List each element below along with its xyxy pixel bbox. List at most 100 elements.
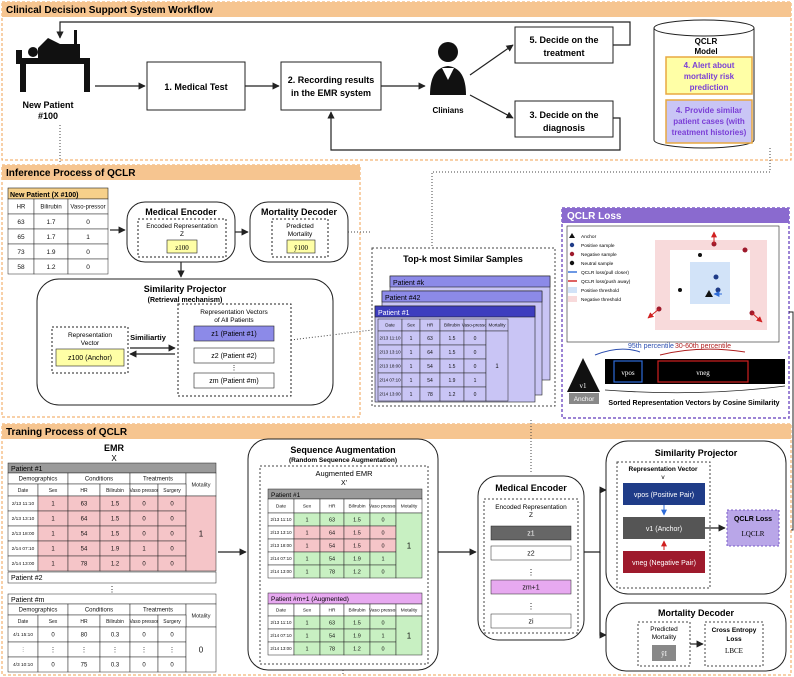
emr-col-m-1: Sex [49,619,58,625]
qclr-loss-train-box [726,509,780,547]
workflow-arrows [56,21,631,151]
emr-pm-label: Patient #m [11,597,45,604]
aug-col-2-5: Motality [401,608,418,614]
emr-cell-m-0-1: 0 [51,633,55,639]
emr-cell-1-2-3: 1.5 [111,532,120,538]
inf-pred-label-1: Predicted [286,223,314,230]
z-stack-item-3: zm+1 [522,584,539,591]
emr-cell-1-2-4: 0 [142,532,146,538]
step5-box [514,26,614,64]
emr-cell-1-2-0: 2/13 18:00 [12,531,35,537]
patient-k-label: Patient #k [393,280,425,287]
aug-p2-label: Patient #m+1 (Augmented) [271,596,349,603]
aug-cell-2-2-1: 1 [305,646,308,652]
inf-projector-title: Similarity Projector [144,284,227,294]
emr-cell-m-1-0: ⋮ [21,647,26,653]
emr-cell-m-2-0: 4/3 10:10 [13,662,33,668]
emr-cell-1-4-0: 2/14 13:00 [12,561,35,567]
v1-anchor-cell [623,517,705,539]
topk-title: Top-k most Similar Samples [403,254,523,264]
emr-demographics-1: Demographics [19,477,58,483]
legend-label-6: Positive threshold [581,288,619,294]
vpos-pair-label: vpos (Positive Pair) [634,492,694,499]
emr-col-1-2: HR [80,488,88,494]
patient-42-bar [381,290,543,303]
aug-cell-2-2-0: 2/14 13:00 [270,646,292,651]
topk-bili-2: 1.5 [449,364,456,370]
aug-col-1-2: HR [329,504,336,510]
topk-sex-0: 1 [410,336,413,342]
sorted-caption: Sorted Representation Vectors by Cosine … [608,400,779,407]
z-stack-item-0-bg [490,525,572,541]
topk-hr-3: 54 [427,378,433,384]
z1-cell [193,325,275,342]
emr-cell-1-4-5: 0 [170,562,174,568]
np-header-1: Bilirubin [40,205,61,211]
y100-label: ŷ100 [294,244,309,252]
emr-col-m-3: Bilirubin [106,619,124,625]
legend-label-7: Negative threshold [581,297,621,303]
neutral-point-2 [698,253,702,257]
emr-cell-1-0-3: 1.5 [111,502,120,508]
emr-treatments-1: Treatments [143,477,173,483]
emr-cell-m-1-2: ⋮ [81,648,87,654]
anchor-caption: Anchor [574,396,595,403]
topk-mortality-bg [485,330,509,402]
inf-encoder-title: Medical Encoder [145,207,217,217]
aug-col-2-0: Date [276,608,286,614]
aug-col-2-4: Vaso pressor [369,608,397,614]
aug-cell-1-3-1: 1 [305,556,308,562]
emr-col-m-5: Surgery [163,619,181,625]
topk-header-2: HR [427,323,434,328]
np-cell-2-0: 73 [17,249,25,256]
anchor-triangle [567,358,600,392]
train-pred-label-1: Predicted [650,626,678,633]
topk-hr-2: 54 [427,364,433,370]
new-patient-label: New Patient [22,100,73,110]
emr-cell-1-3-2: 54 [81,547,88,553]
emr-cell-1-0-2: 63 [81,502,88,508]
aug-cell-2-1-1: 1 [305,633,308,639]
new-patient-id: #100 [38,111,58,121]
aug-cell-1-3-2: 54 [329,556,335,562]
recording-label-1: 2. Recording results [288,75,375,85]
similar-label-2: patient cases (with [673,117,745,126]
np-cell-2-1: 1.9 [46,249,55,256]
vneg-label: vneg [696,369,710,377]
anchor-z100-cell [55,348,125,367]
vpos-pair-cell [623,483,705,505]
train-encoded-label-1: Encoded Representation [495,504,567,511]
np-cell-0-2: 0 [86,219,90,226]
z-ellipsis: ⋮ [231,365,238,372]
zm-label: zm (Patient #m) [209,378,258,385]
emr-col-m-4: Vaso pressor [129,619,158,625]
aug-col-1-1: Sex [303,504,312,510]
emr-cell-m-2-5: 0 [170,663,174,669]
emr-cell-1-3-3: 1.9 [111,547,120,553]
aug-cell-1-1-3: 1.5 [353,530,361,536]
legend-marker-0 [569,233,575,238]
train-encoded-box [483,498,579,634]
anchor-caption-bg [569,393,599,404]
topk-header-4: Vaso-pressor [462,323,489,328]
arrow-encoder-decoder-train [599,552,607,639]
aug-mortality-2: 1 [407,631,412,640]
clinicians-label: Clinians [432,106,464,115]
topk-hr-1: 64 [427,350,433,356]
vneg-pair-cell [623,551,705,573]
alert-label-1: 4. Alert about [684,61,735,70]
aug-mortality-1-bg [395,512,423,579]
augment-title: Sequence Augmentation [290,445,395,455]
z-stack-item-3-bg [490,579,572,595]
topk-bili-1: 1.5 [449,350,456,356]
topk-date-0: 2/13 11:10 [380,336,401,341]
aug-col-1-3: Bilirubin [348,504,365,510]
emr-cell-1-1-0: 2/13 13:10 [12,516,35,522]
recording-label-2: in the EMR system [291,88,371,98]
z1-label: z1 (Patient #1) [211,331,257,338]
aug-cell-1-0-0: 2/13 11:10 [271,517,292,522]
sorted-brace [604,385,786,394]
qclr-loss-train-label-2: LQCLR [742,530,765,538]
